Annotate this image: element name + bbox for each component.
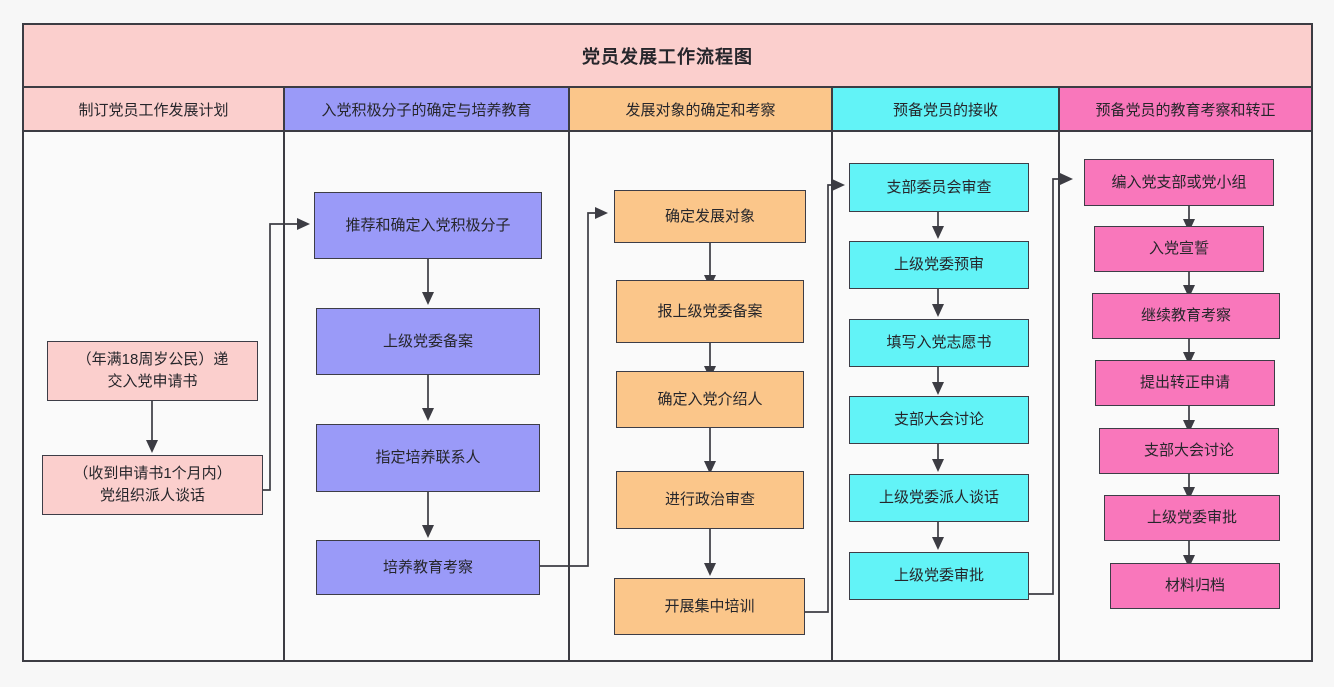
node-label: （收到申请书1个月内）党组织派人谈话 [73,465,232,504]
lane-header-4: 预备党员的接收 [833,88,1060,132]
node-lane3-4[interactable]: 进行政治审查 [616,471,804,529]
node-lane4-4[interactable]: 支部大会讨论 [849,396,1029,444]
node-lane4-5[interactable]: 上级党委派人谈话 [849,474,1029,522]
lane-header-label: 制订党员工作发展计划 [78,101,229,119]
diagram-title-band: 党员发展工作流程图 [24,25,1311,88]
node-lane3-1[interactable]: 确定发展对象 [614,190,806,243]
node-lane3-2[interactable]: 报上级党委备案 [616,280,804,343]
node-lane5-3[interactable]: 继续教育考察 [1092,293,1280,339]
node-lane5-7[interactable]: 材料归档 [1110,563,1280,609]
node-lane3-5[interactable]: 开展集中培训 [614,578,805,635]
node-label: 确定发展对象 [664,207,755,225]
node-label: 支部大会讨论 [893,411,984,429]
node-lane4-2[interactable]: 上级党委预审 [849,241,1029,289]
node-label: 支部委员会审查 [886,178,992,196]
node-lane3-3[interactable]: 确定入党介绍人 [616,371,804,428]
node-lane2-3[interactable]: 指定培养联系人 [316,424,540,492]
node-label: 培养教育考察 [382,558,473,576]
lane-header-3: 发展对象的确定和考察 [570,88,833,132]
node-lane5-1[interactable]: 编入党支部或党小组 [1084,159,1274,206]
node-lane4-1[interactable]: 支部委员会审查 [849,163,1029,212]
node-lane1-2[interactable]: （收到申请书1个月内）党组织派人谈话 [42,455,263,515]
node-label: 进行政治审查 [664,491,755,509]
node-label: 上级党委审批 [1146,509,1237,527]
node-lane1-1[interactable]: （年满18周岁公民）递交入党申请书 [47,341,258,401]
node-lane5-5[interactable]: 支部大会讨论 [1099,428,1279,474]
lane-header-5: 预备党员的教育考察和转正 [1060,88,1311,132]
node-label: 材料归档 [1164,577,1225,595]
node-label: 继续教育考察 [1140,307,1231,325]
node-label: 推荐和确定入党积极分子 [345,216,511,234]
node-lane5-4[interactable]: 提出转正申请 [1095,360,1275,406]
node-label: 填写入党志愿书 [886,334,992,352]
lane-header-label: 入党积极分子的确定与培养教育 [321,101,532,119]
node-label: （年满18周岁公民）递交入党申请书 [76,351,229,390]
node-lane2-4[interactable]: 培养教育考察 [316,540,540,595]
lane-header-label: 预备党员的教育考察和转正 [1095,101,1276,119]
node-label: 报上级党委备案 [657,302,763,320]
node-label: 上级党委派人谈话 [878,489,999,507]
node-lane2-1[interactable]: 推荐和确定入党积极分子 [314,192,542,259]
lane-header-label: 发展对象的确定和考察 [625,101,776,119]
lane-header-1: 制订党员工作发展计划 [24,88,285,132]
node-label: 入党宣誓 [1148,240,1209,258]
node-lane5-2[interactable]: 入党宣誓 [1094,226,1264,272]
node-label: 上级党委备案 [382,332,473,350]
lane-header-label: 预备党员的接收 [892,101,998,119]
node-lane4-6[interactable]: 上级党委审批 [849,552,1029,600]
node-lane5-6[interactable]: 上级党委审批 [1104,495,1280,541]
lane-header-2: 入党积极分子的确定与培养教育 [285,88,570,132]
node-label: 提出转正申请 [1139,374,1230,392]
node-label: 确定入党介绍人 [657,390,763,408]
node-label: 指定培养联系人 [375,449,481,467]
node-label: 上级党委审批 [893,567,984,585]
node-lane2-2[interactable]: 上级党委备案 [316,308,540,375]
node-label: 支部大会讨论 [1143,442,1234,460]
node-lane4-3[interactable]: 填写入党志愿书 [849,319,1029,367]
page-title: 党员发展工作流程图 [582,46,753,67]
node-label: 上级党委预审 [893,256,984,274]
node-label: 编入党支部或党小组 [1111,173,1247,191]
node-label: 开展集中培训 [664,597,755,615]
